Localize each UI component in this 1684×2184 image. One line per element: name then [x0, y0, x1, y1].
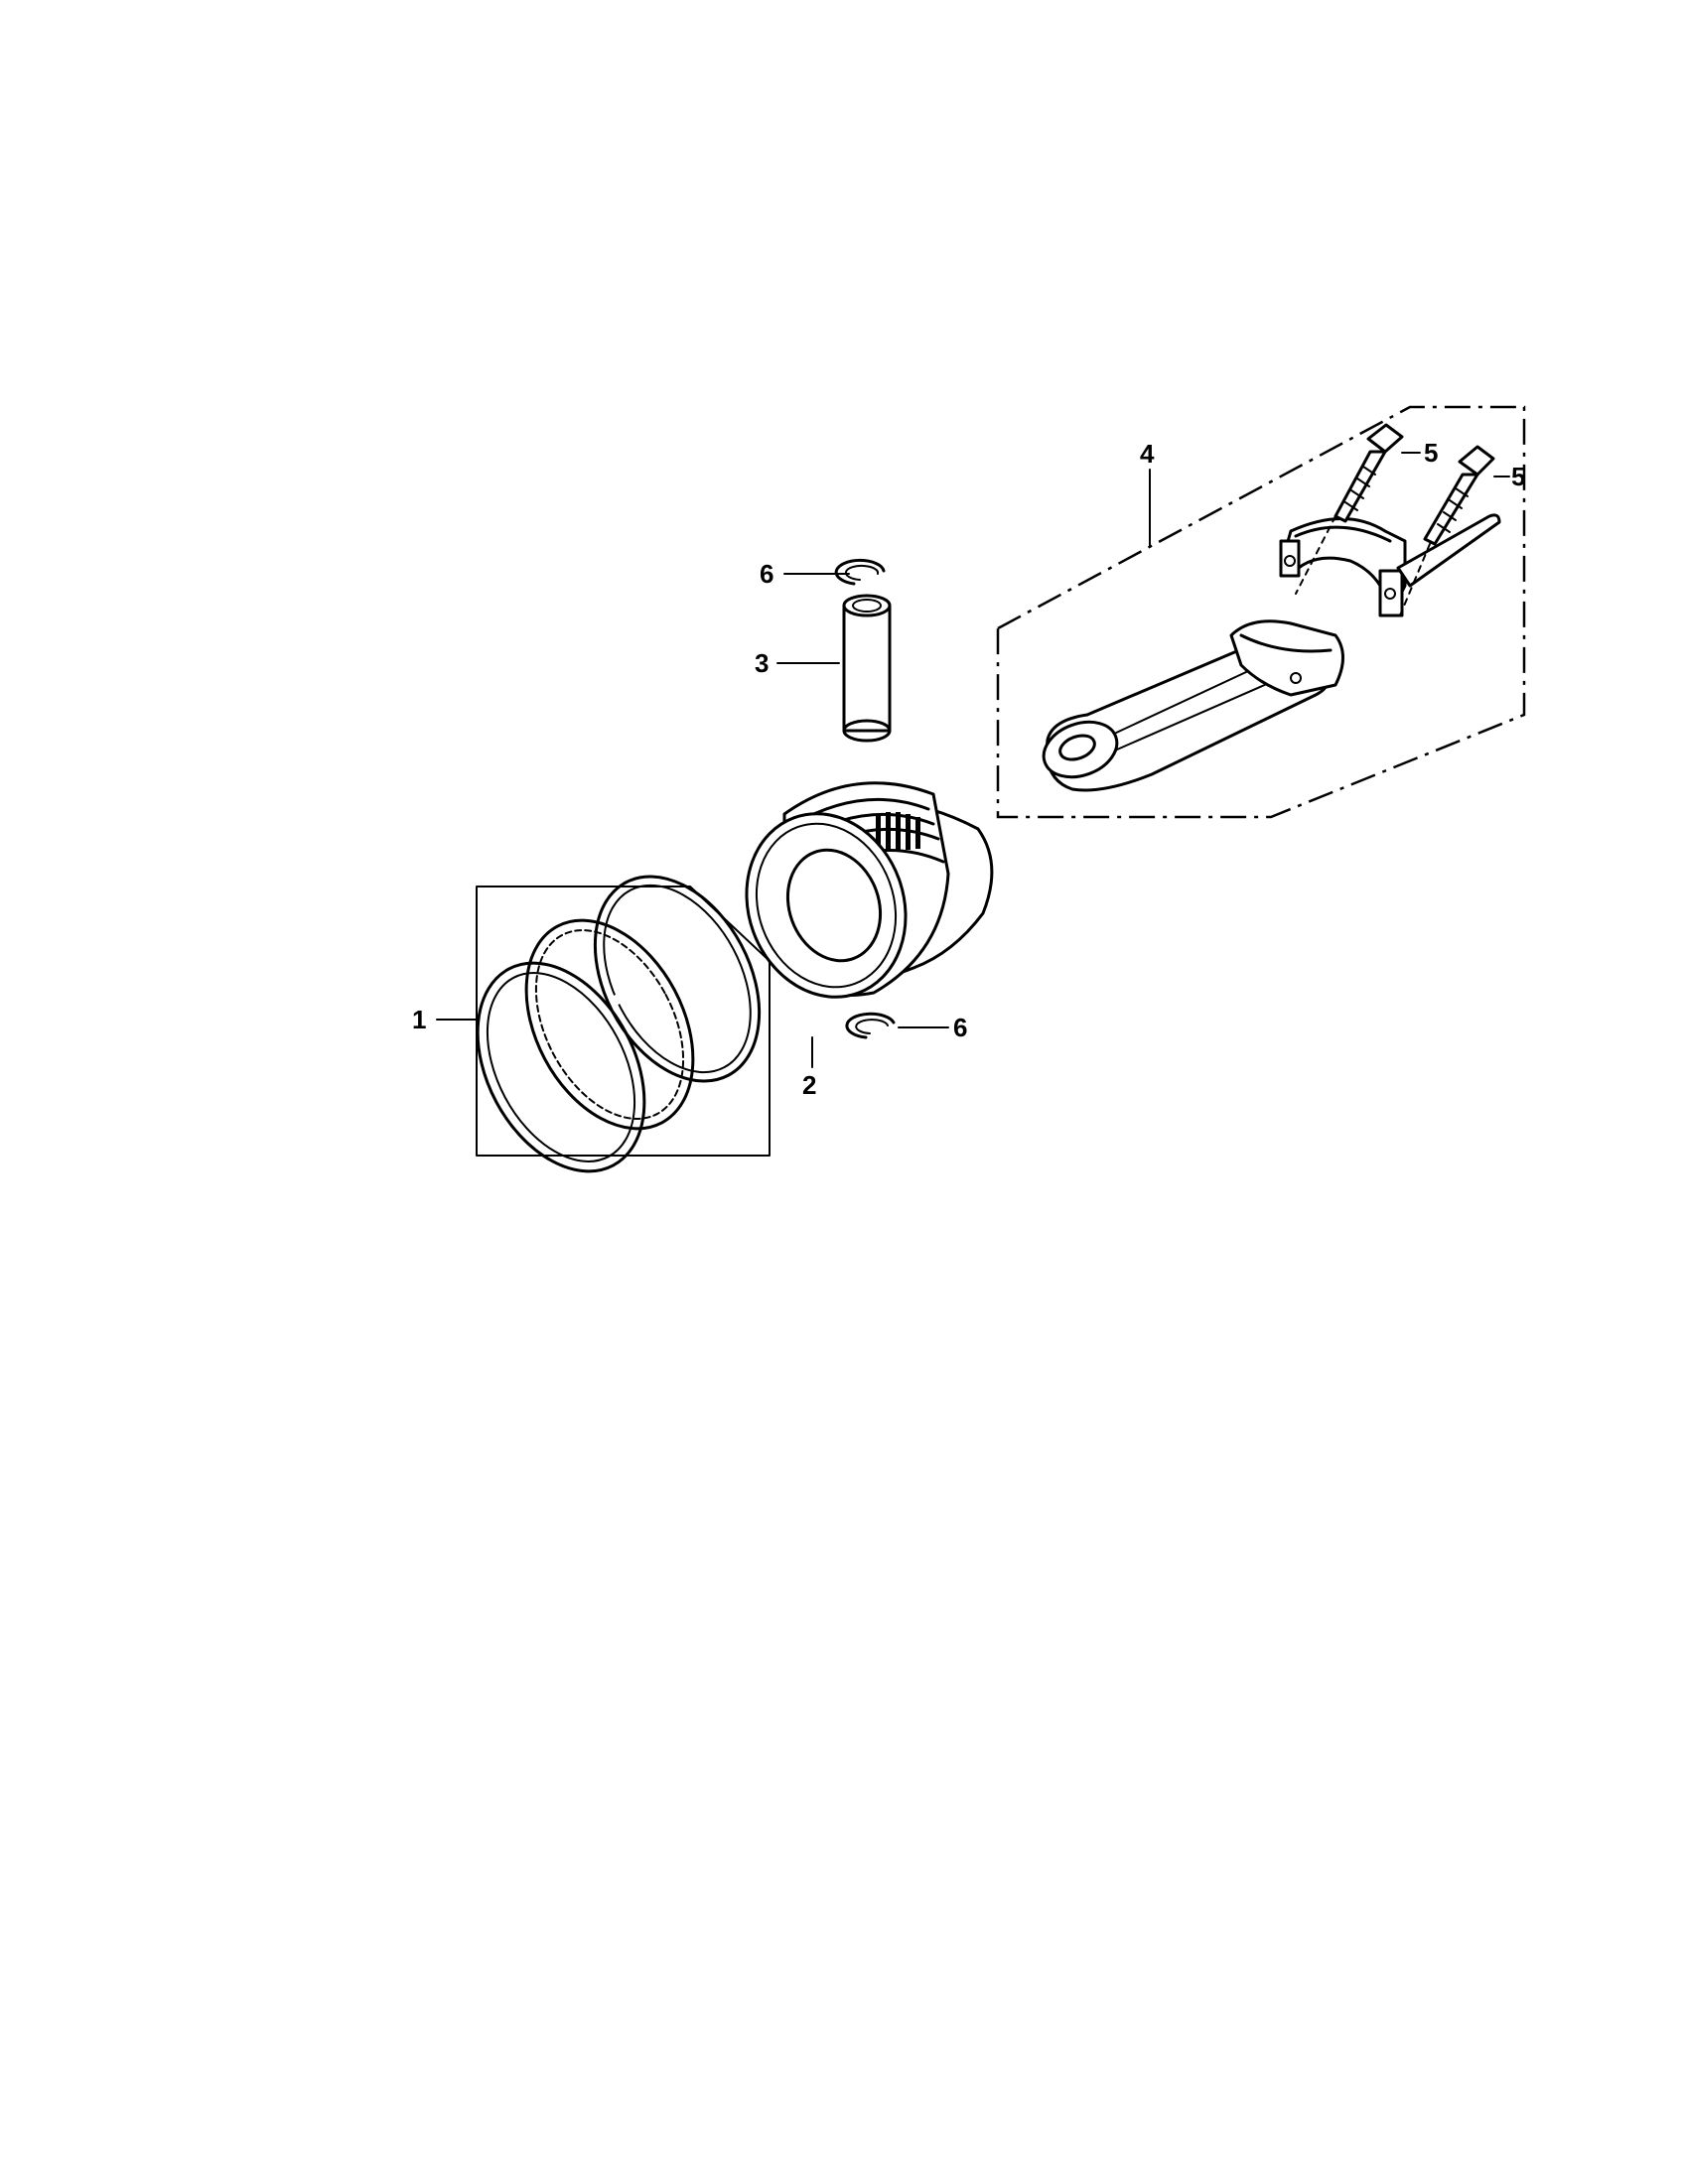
- piston-ring-2: [524, 918, 695, 1131]
- piston-pin-clip-top: [834, 558, 886, 586]
- connecting-rod-frame: [996, 405, 1526, 819]
- callout-clip-top: 6: [760, 559, 773, 589]
- connecting-rod-group: [996, 405, 1526, 819]
- callout-piston-pin: 3: [755, 648, 769, 678]
- piston-rings-frame: [476, 886, 771, 1157]
- callout-bolt-right: 5: [1511, 462, 1525, 491]
- piston-rings-group: [476, 875, 771, 1173]
- callout-connecting-rod: 4: [1140, 439, 1155, 469]
- callout-piston: 2: [802, 1070, 816, 1100]
- callout-clip-bottom: 6: [953, 1013, 967, 1042]
- piston-ring-1: [476, 961, 646, 1173]
- connecting-rod-bolt-left: [1333, 423, 1404, 523]
- piston-pin: [842, 594, 892, 743]
- piston-pin-clip-bottom: [845, 1012, 896, 1039]
- callout-bolt-left: 5: [1424, 438, 1438, 468]
- callout-piston-rings: 1: [412, 1005, 426, 1034]
- connecting-rod-bolt-right: [1423, 445, 1495, 546]
- piston: [745, 781, 994, 999]
- leader-lines: [436, 452, 1510, 1068]
